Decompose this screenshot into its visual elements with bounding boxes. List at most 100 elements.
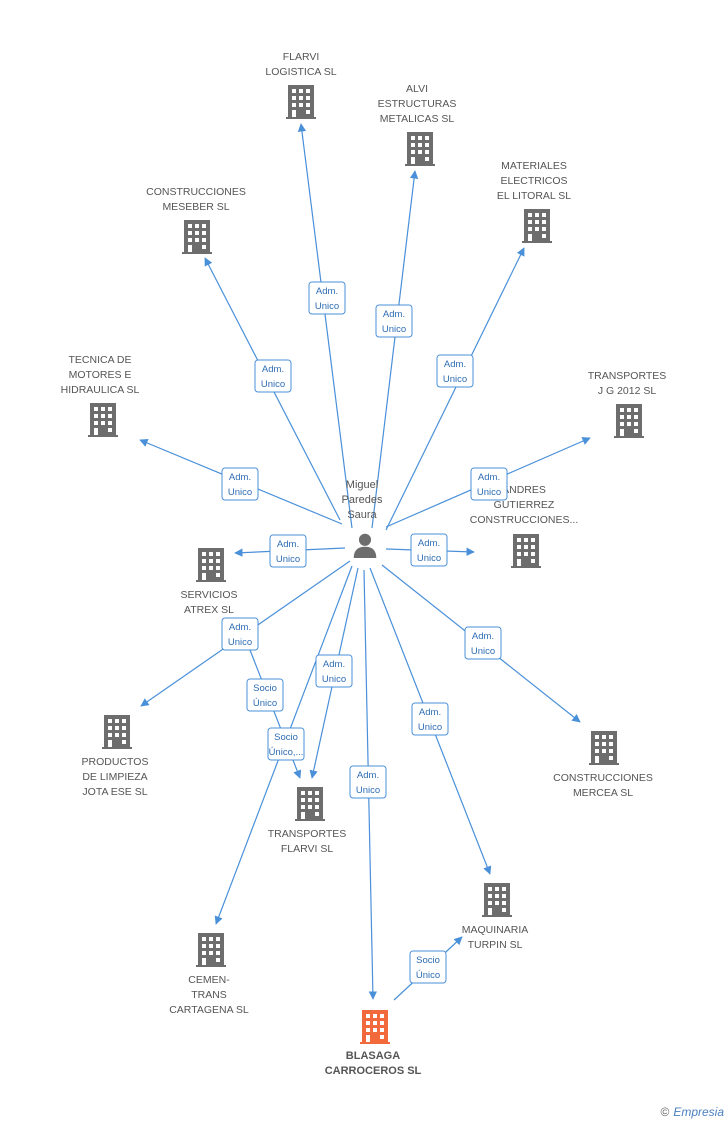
edge-label-text: Unico xyxy=(443,374,467,385)
edge-label-transportes_flarvi[interactable]: Adm. Unico xyxy=(315,654,353,688)
edge-label-flarvi_logistica[interactable]: Adm.Unico xyxy=(308,281,346,315)
edge-label-text: Unico xyxy=(276,554,300,565)
building-icon xyxy=(405,132,435,166)
company-name-label: ESTRUCTURAS xyxy=(378,98,457,110)
edge-label-box[interactable] xyxy=(375,304,413,338)
edge-label-blasaga[interactable]: Adm.Unico xyxy=(349,765,387,799)
edge-label-box[interactable] xyxy=(470,467,508,501)
edge-label-text: Unico xyxy=(477,487,501,498)
edge-label-text: Socio xyxy=(274,732,298,743)
company-name-label: LOGISTICA SL xyxy=(265,66,336,78)
company-name-label: CARROCEROS SL xyxy=(325,1065,422,1077)
company-name-label: MATERIALES xyxy=(501,160,567,172)
edge-label-box[interactable] xyxy=(254,359,292,393)
edge-label-text: Unico xyxy=(417,553,441,564)
company-name-label: FLARVI xyxy=(283,51,320,63)
edge-label-box[interactable] xyxy=(315,654,353,688)
edge-label-box[interactable] xyxy=(464,626,502,660)
building-icon xyxy=(522,209,552,243)
edge-label-text: Unico xyxy=(261,379,285,390)
edge-label-text: Unico xyxy=(471,646,495,657)
edge-label-productos_limpieza[interactable]: Adm. Unico xyxy=(221,617,259,651)
edge-label-text: Adm. xyxy=(277,539,299,550)
building-icon xyxy=(295,787,325,821)
building-icon xyxy=(589,731,619,765)
edge-label-text: Único,... xyxy=(269,747,304,758)
company-name-label: CONSTRUCCIONES xyxy=(553,772,653,784)
edge-label-transportes_jg[interactable]: Adm. Unico xyxy=(470,467,508,501)
edge-label-materiales_electricos[interactable]: Adm.Unico xyxy=(436,354,474,388)
company-name-label: ELECTRICOS xyxy=(500,175,567,187)
edge-label-box[interactable] xyxy=(246,678,284,712)
person-icon xyxy=(353,533,377,558)
company-name-label: J G 2012 SL xyxy=(598,385,657,397)
company-name-label: TECNICA DE xyxy=(68,354,131,366)
edge-line-alvi_estructuras xyxy=(371,170,419,529)
edge-label-box[interactable] xyxy=(436,354,474,388)
brand-logo-text[interactable]: Empresia xyxy=(673,1105,724,1119)
edge-label-text: Adm. xyxy=(229,472,251,483)
edge-label-box[interactable] xyxy=(411,702,449,736)
edge-label-box[interactable] xyxy=(269,534,307,568)
edge-label-alvi_estructuras[interactable]: Adm. Unico xyxy=(375,304,413,338)
company-name-label: BLASAGA xyxy=(346,1050,400,1062)
edge-label-box[interactable] xyxy=(308,281,346,315)
edge-label-text: Adm. xyxy=(419,707,441,718)
edge-label-construcciones_meseber[interactable]: Adm. Unico xyxy=(254,359,292,393)
company-name-label: MOTORES E xyxy=(69,369,132,381)
building-icon xyxy=(182,220,212,254)
credit-footer: ©Empresia xyxy=(660,1105,724,1119)
edge-label-text: Unico xyxy=(228,637,252,648)
edge-label-tecnica_motores[interactable]: Adm.Unico xyxy=(221,467,259,501)
edge-line-flarvi_logistica xyxy=(297,123,353,529)
edge-label-andres_gutierrez[interactable]: Adm.Unico xyxy=(410,533,448,567)
company-node-blasaga[interactable]: BLASAGA CARROCEROS SL xyxy=(325,1010,422,1077)
edge-label-cemen_trans[interactable]: SocioÚnico,... xyxy=(267,727,305,761)
company-node-flarvi_logistica[interactable]: FLARVI LOGISTICA SL xyxy=(265,51,337,119)
person-name-label: Miguel xyxy=(346,479,378,491)
building-icon xyxy=(482,883,512,917)
edge-label-text: Adm. xyxy=(229,622,251,633)
edge-label-box[interactable] xyxy=(221,617,259,651)
edge-label-text: Adm. xyxy=(478,472,500,483)
company-name-label: TRANS xyxy=(191,989,227,1001)
company-name-label: ALVI xyxy=(406,83,428,95)
edge-label-text: Adm. xyxy=(262,364,284,375)
edge-label-box[interactable] xyxy=(267,727,305,761)
edge-label-text: Unico xyxy=(322,674,346,685)
person-name-label: Paredes xyxy=(342,494,383,506)
person-name-label: Saura xyxy=(347,509,377,521)
edge-label-text: Adm. xyxy=(383,309,405,320)
building-icon xyxy=(196,933,226,967)
edge-label-text: Adm. xyxy=(323,659,345,670)
building-icon xyxy=(196,548,226,582)
edge-label-servicios_atrex[interactable]: Adm. Unico xyxy=(269,534,307,568)
edge-label-box[interactable] xyxy=(410,533,448,567)
edge-label-box[interactable] xyxy=(349,765,387,799)
edge-label-construcciones_mercea[interactable]: Adm.Unico xyxy=(464,626,502,660)
company-name-label: PRODUCTOS xyxy=(82,756,149,768)
company-node-construcciones_mercea[interactable]: CONSTRUCCIONES MERCEA SL xyxy=(553,731,653,799)
edge-label-text: Adm. xyxy=(357,770,379,781)
edge-label-text: Unico xyxy=(382,324,406,335)
edge-label-box[interactable] xyxy=(221,467,259,501)
edge-label-maquinaria_turpin[interactable]: Adm.Unico xyxy=(411,702,449,736)
company-name-label: TRANSPORTES xyxy=(268,828,347,840)
company-node-andres_gutierrez[interactable]: ANDRESGUTIERREZCONSTRUCCIONES... xyxy=(470,484,579,568)
edge-label-box[interactable] xyxy=(409,950,447,984)
company-name-label: MERCEA SL xyxy=(573,787,633,799)
building-icon xyxy=(360,1010,390,1044)
